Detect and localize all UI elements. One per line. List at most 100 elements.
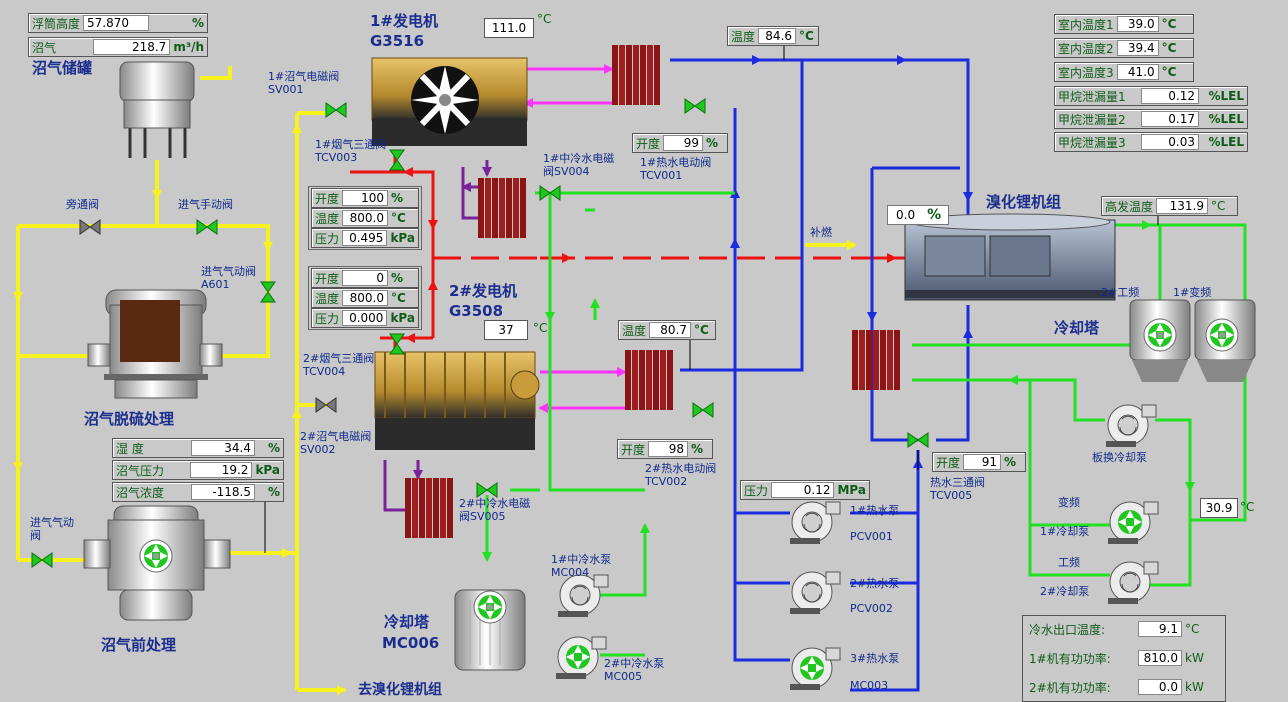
hot-water-pump-3 xyxy=(789,647,841,691)
valve-sv005 xyxy=(476,482,498,498)
hot-water-pump-2 xyxy=(789,571,841,615)
hot-water-pump-2-code: PCV002 xyxy=(850,602,893,615)
tcv002-label: 2#热水电动阀TCV002 xyxy=(645,462,717,488)
desulfurizer xyxy=(87,289,223,399)
cooling-out-temp: 30.9 xyxy=(1200,498,1238,518)
pump-mc004-label: 1#中冷水泵MC004 xyxy=(551,553,612,579)
cooling-pump-2-label: 2#冷却泵 xyxy=(1040,585,1090,598)
gen1-model: G3516 xyxy=(370,32,425,50)
gen1-title: 1#发电机 xyxy=(370,12,439,30)
pump-mc005-label: 2#中冷水泵MC005 xyxy=(604,657,665,683)
gen1-temp-value: 111.0 xyxy=(484,18,534,38)
valve-tcv001 xyxy=(684,98,706,114)
cooling-out-unit: °C xyxy=(1240,500,1255,514)
pump-mc005 xyxy=(555,636,607,680)
valve-inlet-manual xyxy=(196,219,218,235)
chiller-title: 溴化锂机组 xyxy=(986,193,1062,211)
intercooler-2 xyxy=(405,478,453,538)
tcv005-label: 热水三通阀TCV005 xyxy=(930,476,985,502)
sv002-label: 2#沼气电磁阀SV002 xyxy=(300,430,372,456)
hot-water-pump-3-label: 3#热水泵 xyxy=(850,652,900,665)
lf-label: 工频 xyxy=(1058,556,1080,569)
desulfurize-title: 沼气脱硫处理 xyxy=(84,410,175,428)
gen1-temp-unit: °C xyxy=(537,12,552,26)
sv001-label: 1#沼气电磁阀SV001 xyxy=(268,70,340,96)
cooling-tower-right-title: 冷却塔 xyxy=(1054,319,1100,337)
gen2-temp-value: 37 xyxy=(484,320,528,340)
supplement-percent: 0.0% xyxy=(887,205,949,225)
sv005-label: 2#中冷水电磁阀SV005 xyxy=(459,497,531,523)
biogas-pipes xyxy=(13,66,857,695)
hot-water-pump-3-code: MC003 xyxy=(850,679,889,692)
inlet-auto-valve-label: 进气气动阀A601 xyxy=(201,265,256,291)
jacket-pipes xyxy=(523,64,627,413)
tcv004-label: 2#烟气三通阀TCV004 xyxy=(303,352,375,378)
tower-1-label: 1#变频 xyxy=(1173,286,1212,299)
plate-pump-label: 板换冷却泵 xyxy=(1092,451,1147,464)
vfd-label: 变频 xyxy=(1058,496,1080,509)
pretreater xyxy=(83,505,231,621)
cooling-pump-2 xyxy=(1107,561,1159,605)
valve-tcv004 xyxy=(389,333,405,355)
bypass-valve-label: 旁通阀 xyxy=(66,198,99,211)
chilled-water-out-temp: 冷水出口温度:9.1°C xyxy=(1026,620,1220,638)
gen2-model: G3508 xyxy=(449,302,504,320)
hot-water-pump-1 xyxy=(789,501,841,545)
biogas-flow-label: 沼气 xyxy=(32,40,57,55)
generator-2 xyxy=(374,351,540,450)
sv004-label: 1#中冷水电磁阀SV004 xyxy=(543,152,615,178)
biogas-conc-readout: 沼气浓度-118.5% xyxy=(112,482,284,502)
valve-inlet-pneumatic xyxy=(31,552,53,568)
intercooler-pipes xyxy=(383,160,492,512)
float-height-unit: % xyxy=(191,16,204,30)
cooling-tower-1 xyxy=(1194,299,1256,382)
valve-a601 xyxy=(260,281,276,303)
tcv003-label: 1#烟气三通阀TCV003 xyxy=(315,138,387,164)
inlet-pneumatic-valve-label: 进气气动阀 xyxy=(30,516,74,542)
valve-sv002 xyxy=(315,397,337,413)
intercooler-1 xyxy=(478,178,526,238)
generator-1 xyxy=(371,57,528,146)
biogas-flow-unit: m³/h xyxy=(173,40,204,54)
hot-water-pump-2-label: 2#热水泵 xyxy=(850,577,900,590)
valve-tcv005 xyxy=(907,432,929,448)
to-chiller-title: 去溴化锂机组 xyxy=(358,682,442,698)
cooling-tower-2 xyxy=(1129,299,1191,382)
float-height-readout: 浮筒高度 57.870 % xyxy=(28,13,208,33)
float-height-label: 浮筒高度 xyxy=(32,16,81,31)
biogas-flow-value: 218.7 xyxy=(93,39,171,55)
cooling-tower-bottom-code: MC006 xyxy=(382,634,440,652)
heat-exchanger-2 xyxy=(625,350,673,410)
hotwater-pipes xyxy=(670,55,973,692)
tcv001-label: 1#热水电动阀TCV001 xyxy=(640,156,712,182)
valve-tcv003 xyxy=(389,149,405,171)
hot-water-pump-1-code: PCV001 xyxy=(850,530,893,543)
valve-sv001 xyxy=(325,102,347,118)
heat-exchanger-1 xyxy=(612,45,660,105)
hot-water-pump-1-label: 1#热水泵 xyxy=(850,504,900,517)
chiller-unit xyxy=(904,213,1116,301)
